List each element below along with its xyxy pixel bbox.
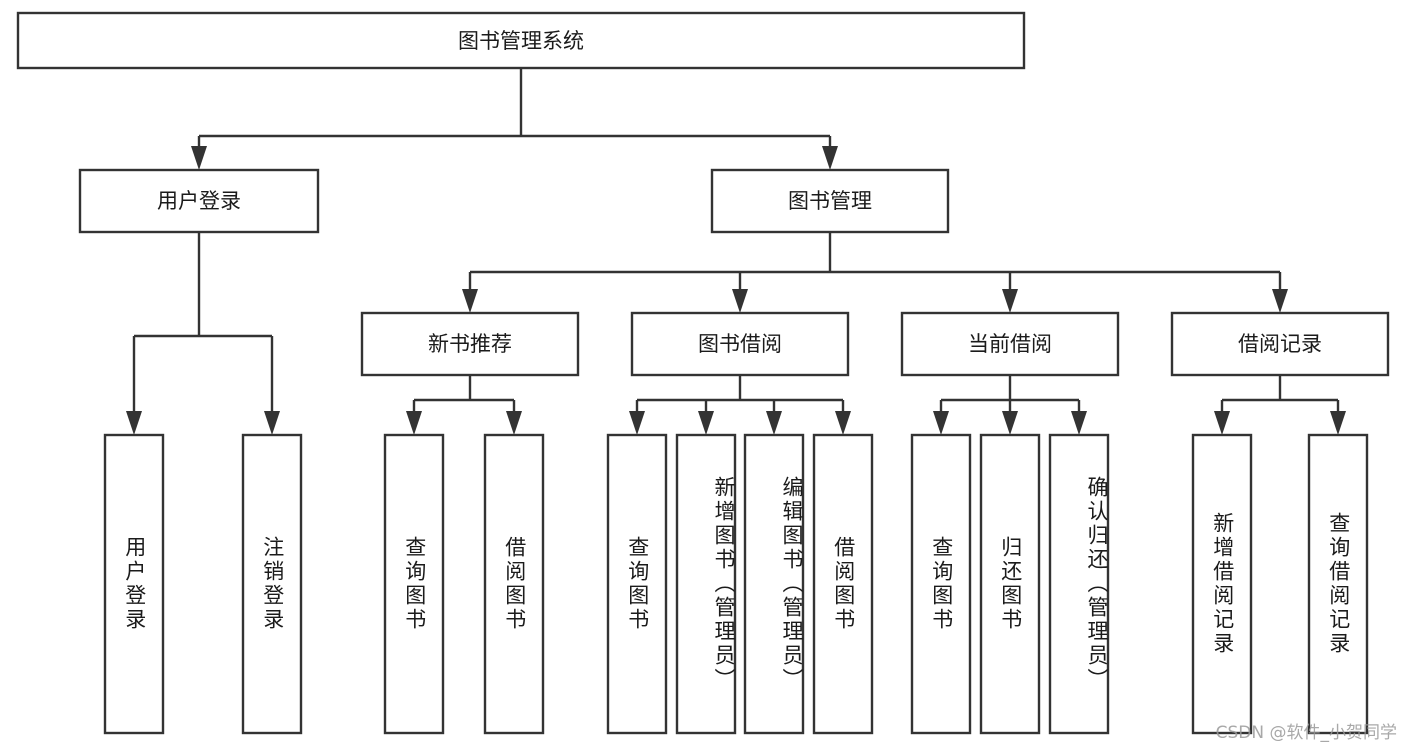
- arrow-head-leaf13: [1330, 411, 1346, 435]
- arrow-head-user-login: [191, 146, 207, 170]
- node-borrow-record-box[interactable]: [1170, 311, 1390, 377]
- arrow-head-leaf2: [264, 411, 280, 435]
- arrow-head-leaf8: [835, 411, 851, 435]
- node-leaf-4-box[interactable]: [483, 433, 545, 735]
- node-book-manage-box[interactable]: [710, 168, 950, 234]
- node-book-borrow-box[interactable]: [630, 311, 850, 377]
- node-user-login-label: 用户登录: [157, 189, 241, 213]
- connector-group-user-login: [126, 232, 280, 435]
- arrow-head-leaf11: [1071, 411, 1087, 435]
- node-root-label: 图书管理系统: [458, 29, 584, 53]
- connector-group-current-borrow: [933, 375, 1087, 435]
- arrow-head-leaf7: [766, 411, 782, 435]
- arrow-head-leaf9: [933, 411, 949, 435]
- node-borrow-record[interactable]: 借阅记录: [1170, 311, 1390, 377]
- node-new-book-rec-label: 新书推荐: [428, 332, 512, 356]
- connector-group-borrow-record: [1214, 375, 1346, 435]
- arrow-head-leaf5: [629, 411, 645, 435]
- arrow-head-leaf3: [406, 411, 422, 435]
- node-leaf-7-box[interactable]: [743, 433, 805, 735]
- connector-group-root: [191, 68, 838, 170]
- arrow-head-leaf10: [1002, 411, 1018, 435]
- leaf-boxes: [103, 433, 1369, 735]
- node-leaf-11-box[interactable]: [1048, 433, 1110, 735]
- connector-group-book-manage: [462, 232, 1288, 313]
- arrow-head-book-borrow: [732, 289, 748, 313]
- node-current-borrow-box[interactable]: [900, 311, 1120, 377]
- node-root-box[interactable]: [16, 11, 1026, 70]
- node-new-book-rec[interactable]: 新书推荐: [360, 311, 580, 377]
- node-leaf-12-box[interactable]: [1191, 433, 1253, 735]
- arrow-head-leaf12: [1214, 411, 1230, 435]
- node-leaf-5-box[interactable]: [606, 433, 668, 735]
- node-book-manage-label: 图书管理: [788, 189, 872, 213]
- arrow-head-book-manage: [822, 146, 838, 170]
- arrow-head-new-book-rec: [462, 289, 478, 313]
- arrow-head-leaf6: [698, 411, 714, 435]
- connector-group-book-borrow: [629, 375, 851, 435]
- node-leaf-3-box[interactable]: [383, 433, 445, 735]
- node-user-login[interactable]: 用户登录: [78, 168, 320, 234]
- arrow-head-leaf4: [506, 411, 522, 435]
- node-current-borrow[interactable]: 当前借阅: [900, 311, 1120, 377]
- arrow-head-leaf1: [126, 411, 142, 435]
- node-borrow-record-label: 借阅记录: [1238, 332, 1322, 356]
- node-leaf-9-box[interactable]: [910, 433, 972, 735]
- arrow-head-borrow-record: [1272, 289, 1288, 313]
- node-leaf-6-box[interactable]: [675, 433, 737, 735]
- node-root[interactable]: 图书管理系统: [16, 11, 1026, 70]
- node-leaf-10-box[interactable]: [979, 433, 1041, 735]
- node-leaf-1-box[interactable]: [103, 433, 165, 735]
- node-new-book-rec-box[interactable]: [360, 311, 580, 377]
- node-book-manage[interactable]: 图书管理: [710, 168, 950, 234]
- connector-group-new-book-rec: [406, 375, 522, 435]
- node-leaf-13-box[interactable]: [1307, 433, 1369, 735]
- node-user-login-box[interactable]: [78, 168, 320, 234]
- node-leaf-8-box[interactable]: [812, 433, 874, 735]
- arrow-head-current-borrow: [1002, 289, 1018, 313]
- node-current-borrow-label: 当前借阅: [968, 332, 1052, 356]
- node-book-borrow[interactable]: 图书借阅: [630, 311, 850, 377]
- csdn-watermark: CSDN @软件_小贺同学: [1215, 723, 1397, 743]
- node-book-borrow-label: 图书借阅: [698, 332, 782, 356]
- node-leaf-2-box[interactable]: [241, 433, 303, 735]
